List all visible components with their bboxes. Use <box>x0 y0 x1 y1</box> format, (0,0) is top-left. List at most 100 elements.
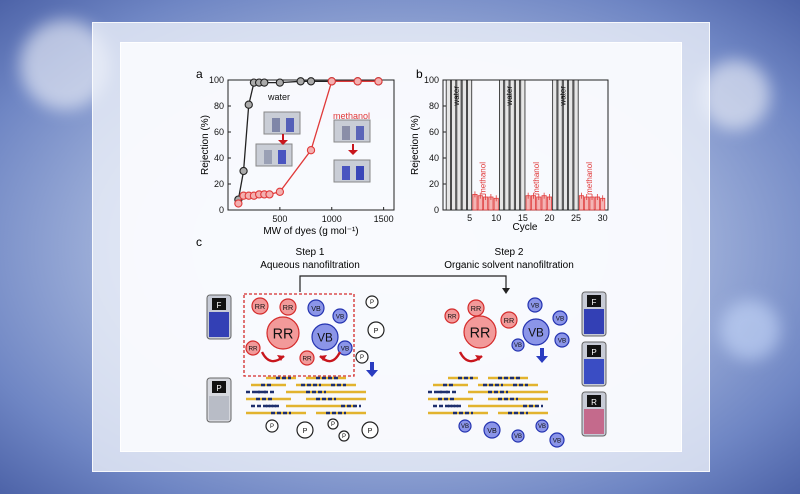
panel-c-letter: c <box>196 235 202 249</box>
photo-methanol-permeate-vial <box>356 166 364 180</box>
segment-label-water: water <box>558 86 567 107</box>
x-tick-label: 25 <box>571 213 581 223</box>
dye-vb <box>307 299 325 317</box>
segment-label-methanol: methanol <box>585 162 594 195</box>
panel-b-letter: b <box>416 67 423 81</box>
vial-label: F <box>217 301 222 310</box>
photo-methanol-permeate <box>333 159 371 183</box>
photo-water-permeate <box>255 143 293 167</box>
dye-vb <box>552 310 568 326</box>
segment-label-water: water <box>452 86 461 107</box>
retained-dyes-box <box>243 293 355 377</box>
panel-a-letter: a <box>196 67 203 81</box>
dye-label-p: P <box>370 300 374 306</box>
vial-label: P <box>591 348 596 357</box>
photo-methanol-feed-vial <box>356 126 364 140</box>
panel-b-xlabel: Cycle <box>512 222 537 233</box>
dye-rr <box>299 350 315 366</box>
dye-label-p: P <box>360 355 364 361</box>
bar-cycle <box>499 79 505 211</box>
bar-cycle <box>552 79 558 211</box>
y-tick-label: 60 <box>429 127 439 137</box>
dye-rr <box>444 308 460 324</box>
dye-p <box>296 421 314 439</box>
dye-label-vb: VB <box>317 332 333 345</box>
vial-retentate-step2: R <box>581 391 607 437</box>
segment-label-water: water <box>505 86 514 107</box>
data-point-water <box>306 77 316 86</box>
dye-vb <box>527 297 543 313</box>
dye-vb <box>511 338 525 352</box>
x-tick-label: 15 <box>518 213 528 223</box>
dye-label-vb: VB <box>514 434 522 440</box>
photo-methanol-feed <box>333 119 371 143</box>
panel-b-ylabel: Rejection (%) <box>410 115 421 175</box>
vial-label: P <box>216 384 221 393</box>
step2-title: Step 2 <box>495 247 524 258</box>
bar-cycle <box>568 79 574 211</box>
photo-methanol-feed-vial <box>342 126 350 140</box>
bar-cycle <box>573 79 579 211</box>
bar-cycle <box>451 79 457 211</box>
y-tick-label: 20 <box>429 179 439 189</box>
y-tick-label: 0 <box>219 205 224 215</box>
arrow-down-icon <box>536 348 548 363</box>
data-point-methanol <box>234 199 243 208</box>
data-point-methanol <box>275 187 285 196</box>
curved-arrow-head-icon <box>320 355 327 361</box>
photo-water-feed-vial <box>272 118 280 132</box>
x-tick-label: 500 <box>272 214 287 224</box>
photo-water-permeate-vial <box>278 150 286 164</box>
step2-subtitle: Organic solvent nanofiltration <box>444 260 574 271</box>
connector-line <box>299 275 507 292</box>
y-tick-label: 20 <box>214 179 224 189</box>
segment-label-methanol: methanol <box>532 162 541 195</box>
photo-methanol-permeate-vial <box>342 166 350 180</box>
data-point-methanol <box>265 190 274 199</box>
vial-feed-step2: F <box>581 291 607 337</box>
photo-water-feed <box>263 111 301 135</box>
annotation-water: water <box>267 92 290 102</box>
dye-label-rr: RR <box>471 304 481 313</box>
arrow-down-icon <box>278 134 288 145</box>
dye-label-vb: VB <box>538 424 546 430</box>
vial-label: F <box>592 298 597 307</box>
y-tick-label: 60 <box>214 127 224 137</box>
panel-b-plot-area <box>442 79 609 211</box>
vial-permeate-step1: P <box>206 377 232 423</box>
dye-vb <box>483 421 501 439</box>
x-tick-label: 5 <box>467 213 472 223</box>
dye-label-vb: VB <box>514 343 522 349</box>
data-point-water <box>239 166 248 176</box>
vial-feed-step1: F <box>206 294 232 340</box>
dye-label-rr: RR <box>504 316 514 325</box>
y-tick-label: 40 <box>429 153 439 163</box>
dye-label-vb: VB <box>553 437 561 444</box>
segment-label-methanol: methanol <box>479 162 488 195</box>
panel-a-series <box>234 77 383 208</box>
data-point-water <box>296 77 305 86</box>
y-tick-label: 80 <box>214 101 224 111</box>
dye-label-p: P <box>331 422 335 428</box>
dye-label-rr: RR <box>248 345 258 352</box>
dye-label-p: P <box>374 326 379 335</box>
bar-cycle <box>562 79 568 211</box>
dye-label-vb: VB <box>487 426 497 435</box>
dye-rr <box>245 340 261 356</box>
dye-rr <box>251 297 269 315</box>
dye-label-vb: VB <box>558 337 566 344</box>
arrow-down-icon <box>348 144 358 155</box>
y-tick-label: 0 <box>434 205 439 215</box>
arrow-down-icon <box>502 288 510 294</box>
dye-vb <box>458 419 472 433</box>
bar-cycle <box>467 79 473 211</box>
arrow-down-icon <box>366 362 378 377</box>
panel-b-bars <box>445 79 606 211</box>
dye-label-vb: VB <box>556 315 564 322</box>
photo-water-feed-vial <box>286 118 294 132</box>
dye-label-rr: RR <box>470 326 491 342</box>
